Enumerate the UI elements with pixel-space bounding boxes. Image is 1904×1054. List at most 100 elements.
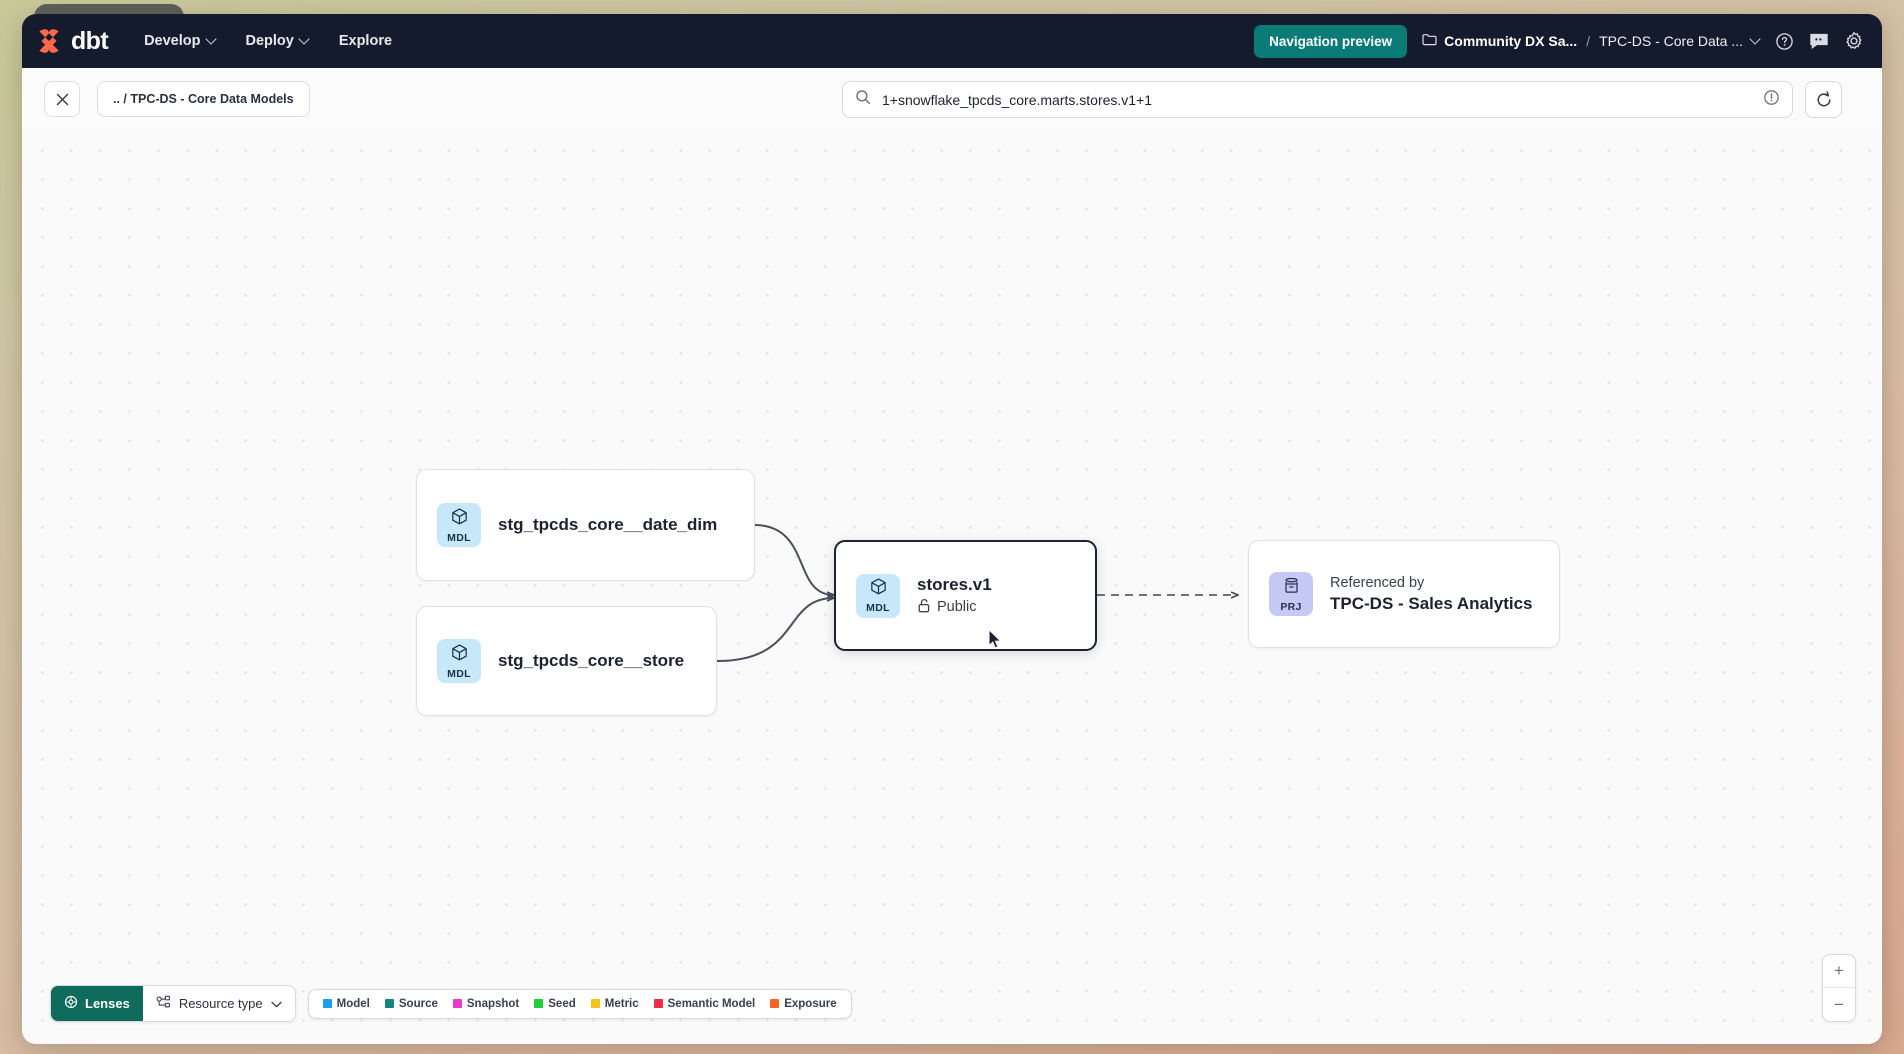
breadcrumb-account-label: Community DX Sa... <box>1444 33 1578 49</box>
resource-type-legend: Model Source Snapshot Seed Metric <box>307 988 852 1019</box>
zoom-in-button[interactable]: + <box>1823 955 1855 988</box>
node-text-column: stg_tpcds_core__date_dim <box>498 515 717 535</box>
node-prefix-label: Referenced by <box>1330 574 1425 591</box>
breadcrumb-separator: / <box>1586 33 1591 49</box>
unlock-icon <box>917 598 931 617</box>
edge-store-to-stores <box>716 598 834 662</box>
node-access-label: Public <box>937 599 977 615</box>
search-input[interactable] <box>882 91 1752 108</box>
legend-item-exposure: Exposure <box>770 997 837 1010</box>
settings-gear-icon[interactable] <box>1844 31 1864 51</box>
resource-type-dropdown[interactable]: Resource type <box>142 986 295 1021</box>
legend-label: Snapshot <box>466 997 520 1010</box>
nav-item-explore-label: Explore <box>338 33 393 49</box>
node-title: stg_tpcds_core__store <box>498 651 685 670</box>
top-navigation-bar: dbt Develop Deploy Explore Navigation pr… <box>22 14 1882 68</box>
legend-swatch <box>770 999 780 1008</box>
cube-icon <box>450 507 469 531</box>
lineage-node-stores-v1[interactable]: MDL stores.v1 Public <box>834 540 1097 651</box>
nav-item-develop-label: Develop <box>144 33 201 49</box>
chevron-down-icon <box>1751 35 1760 44</box>
info-icon[interactable] <box>1763 89 1780 111</box>
node-title: TPC-DS - Sales Analytics <box>1330 593 1533 613</box>
legend-swatch <box>653 999 663 1008</box>
legend-label: Source <box>398 997 438 1010</box>
dbt-brand[interactable]: dbt <box>36 26 109 55</box>
search-area <box>842 81 1842 118</box>
folder-icon <box>1422 33 1437 49</box>
lineage-canvas[interactable]: MDL stg_tpcds_core__date_dim MDL stg_tp <box>22 130 1882 1044</box>
breadcrumb-project-label: TPC-DS - Core Data ... <box>1599 33 1743 49</box>
model-badge: MDL <box>437 639 481 683</box>
project-badge: PRJ <box>1269 572 1313 616</box>
node-access-row: Public <box>917 598 992 617</box>
app-window: dbt Develop Deploy Explore Navigation pr… <box>22 14 1882 1044</box>
nav-item-explore[interactable]: Explore <box>337 27 394 55</box>
node-title: stg_tpcds_core__date_dim <box>498 515 718 534</box>
chevron-down-icon <box>300 35 309 44</box>
cube-icon <box>869 577 888 601</box>
lineage-node-stg-date-dim[interactable]: MDL stg_tpcds_core__date_dim <box>416 469 755 581</box>
lineage-toolbar: .. / TPC-DS - Core Data Models <box>22 68 1882 130</box>
help-icon[interactable] <box>1775 32 1794 51</box>
model-badge: MDL <box>856 573 900 618</box>
refresh-icon[interactable] <box>1805 81 1842 118</box>
nodes-icon <box>156 995 171 1012</box>
legend-item-seed: Seed <box>534 998 576 1010</box>
legend-label: Exposure <box>784 997 837 1010</box>
nav-item-deploy-label: Deploy <box>245 33 294 49</box>
model-badge-label: MDL <box>447 531 471 544</box>
legend-swatch <box>534 999 544 1008</box>
model-badge-label: MDL <box>866 602 890 614</box>
primary-nav: Develop Deploy Explore <box>142 27 394 55</box>
legend-swatch <box>322 999 332 1008</box>
lineage-edges <box>716 524 1882 662</box>
project-breadcrumb-pill[interactable]: .. / TPC-DS - Core Data Models <box>97 81 310 117</box>
legend-item-semantic-model: Semantic Model <box>653 997 756 1010</box>
model-badge-label: MDL <box>447 667 471 680</box>
dbt-x-logo <box>36 28 62 54</box>
legend-label: Semantic Model <box>667 997 756 1010</box>
search-icon <box>855 89 871 110</box>
lens-globe-icon <box>64 995 78 1012</box>
model-badge: MDL <box>437 503 481 547</box>
mouse-cursor <box>988 628 1003 655</box>
project-stack-icon <box>1282 576 1301 600</box>
bottom-controls: Lenses Resource type <box>50 985 852 1022</box>
edge-date-dim-to-stores <box>753 524 834 595</box>
node-text-column: Referenced by TPC-DS - Sales Analytics <box>1330 575 1533 614</box>
resource-type-label: Resource type <box>178 996 263 1011</box>
feedback-icon[interactable] <box>1809 32 1829 50</box>
lineage-search-box[interactable] <box>842 81 1793 118</box>
zoom-controls: + − <box>1822 954 1856 1022</box>
legend-item-metric: Metric <box>590 997 639 1010</box>
chevron-down-icon <box>270 996 282 1011</box>
legend-label: Metric <box>604 997 639 1010</box>
chevron-down-icon <box>207 35 216 44</box>
project-badge-label: PRJ <box>1280 600 1302 613</box>
node-title: stores.v1 <box>917 574 992 594</box>
legend-item-snapshot: Snapshot <box>452 997 520 1010</box>
lineage-node-referenced-project[interactable]: PRJ Referenced by TPC-DS - Sales Analyti… <box>1248 540 1560 648</box>
legend-swatch <box>384 999 394 1008</box>
node-text-column: stores.v1 Public <box>917 575 992 617</box>
legend-swatch <box>452 999 462 1008</box>
nav-right-group: Navigation preview Community DX Sa... / … <box>1254 24 1864 58</box>
node-text-column: stg_tpcds_core__store <box>498 651 684 671</box>
close-icon[interactable] <box>44 81 80 117</box>
lineage-node-stg-store[interactable]: MDL stg_tpcds_core__store <box>416 606 717 716</box>
lenses-label: Lenses <box>85 996 130 1011</box>
breadcrumb-account[interactable]: Community DX Sa... <box>1422 33 1577 49</box>
legend-label: Seed <box>548 997 576 1010</box>
zoom-out-button[interactable]: − <box>1834 994 1844 1014</box>
nav-item-deploy[interactable]: Deploy <box>244 27 311 55</box>
nav-item-develop[interactable]: Develop <box>142 27 217 55</box>
legend-swatch <box>590 999 600 1008</box>
legend-item-model: Model <box>322 998 370 1010</box>
lenses-button[interactable]: Lenses <box>51 986 143 1021</box>
legend-item-source: Source <box>384 997 438 1010</box>
brand-name: dbt <box>71 26 109 55</box>
cube-icon <box>450 643 469 667</box>
breadcrumb-project[interactable]: TPC-DS - Core Data ... <box>1599 33 1760 49</box>
navigation-preview-badge[interactable]: Navigation preview <box>1254 24 1408 58</box>
